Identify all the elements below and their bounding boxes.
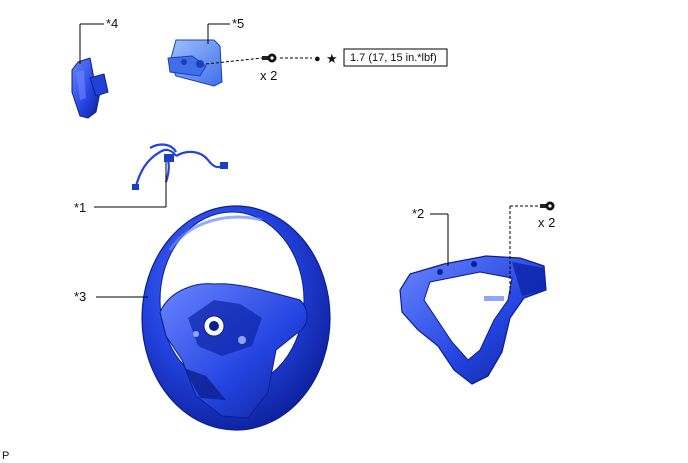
part-1-connector-left — [132, 184, 139, 190]
callout-4: *4 — [106, 16, 118, 31]
part-5-cover-bracket — [167, 39, 223, 87]
screw-top-quantity: x 2 — [260, 68, 277, 83]
part-2-spoke-cover — [399, 255, 547, 385]
torque-spec-value: 1.7 (17, 15 in.*lbf) — [350, 52, 437, 64]
torque-bullet: ● — [314, 53, 321, 65]
torque-spec-box — [343, 48, 448, 67]
callout-2: *2 — [412, 206, 424, 221]
screw-right-quantity: x 2 — [538, 215, 555, 230]
part-3-steering-wheel — [141, 205, 331, 431]
callout-5: *5 — [232, 16, 244, 31]
callout-1: *1 — [74, 200, 86, 215]
screw-right-icon — [540, 201, 555, 211]
screw-top-icon — [262, 53, 277, 63]
figure-code: P — [2, 450, 9, 462]
callout-3: *3 — [74, 289, 86, 304]
torque-star-icon: ★ — [326, 51, 338, 66]
part-1-connector — [164, 154, 174, 162]
part-4-paddle-switch — [71, 57, 109, 119]
part-1-connector-end — [220, 162, 228, 169]
part-1-wire-harness — [134, 143, 225, 187]
screw-top-dashed-line — [205, 57, 263, 65]
